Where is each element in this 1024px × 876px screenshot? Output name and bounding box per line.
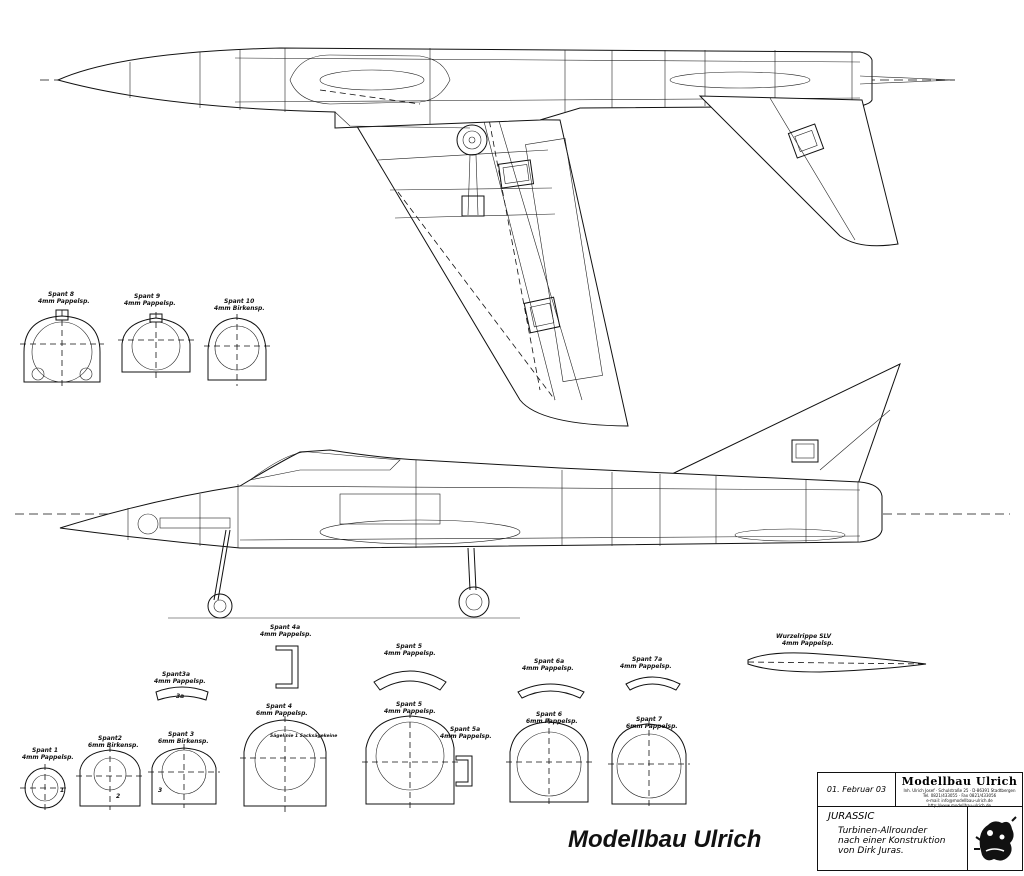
label-spant9-mat: 4mm Pappelsp.	[124, 300, 176, 307]
label-wurzelrippe-mat: 4mm Pappelsp.	[782, 640, 834, 647]
label-spant5-top-mat: 4mm Pappelsp.	[384, 650, 436, 657]
former-spant7	[608, 720, 690, 810]
label-spant7a-mat: 4mm Pappelsp.	[620, 663, 672, 670]
former-spant5top	[373, 670, 447, 691]
title-block-desc-line: von Dirk Juras.	[838, 846, 904, 856]
former-spant3	[148, 744, 220, 808]
label-spant2-name: Spant2	[98, 735, 122, 742]
label-spant4a-mat: 4mm Pappelsp.	[260, 631, 312, 638]
side-view	[15, 363, 1010, 619]
label-spant6a-name: Spant 6a	[534, 658, 564, 665]
label-spant5-mat: 4mm Pappelsp.	[384, 708, 436, 715]
label-spant3a-mat: 4mm Pappelsp.	[154, 678, 206, 685]
title-block-project-cell: JURASSIC Turbinen-Allrounder nach einer …	[818, 807, 968, 871]
label-spant4-note: Sägelinie 1 Sacksägekeine	[270, 733, 337, 739]
former-spant1	[20, 764, 70, 812]
label-spant7a-name: Spant 7a	[632, 656, 662, 663]
title-block-logo-cell	[968, 807, 1023, 871]
label-spant6-name: Spant 6	[536, 711, 562, 718]
label-spant4a-name: Spant 4a	[270, 624, 300, 631]
label-spant10-mat: 4mm Birkensp.	[214, 305, 265, 312]
label-spant5-name: Spant 5	[396, 701, 422, 708]
label-wurzelrippe-name: Wurzelrippe SLV	[776, 633, 833, 640]
top-view	[40, 47, 956, 427]
brand-caption: Modellbau Ulrich	[568, 826, 762, 853]
former-spant9	[118, 312, 194, 378]
former-spant3a	[155, 686, 209, 701]
former-spant6	[506, 718, 592, 808]
title-block-address-line: e-mail: info@modellbau-ulrich.de	[926, 798, 993, 803]
former-spant4a	[275, 645, 299, 689]
label-spant2-part: 2	[116, 793, 120, 800]
label-spant6-mat: 6mm Pappelsp.	[526, 718, 578, 725]
label-spant10-name: Spant 10	[224, 298, 254, 305]
former-spant7a	[625, 676, 681, 691]
former-spant5a	[455, 755, 473, 787]
title-block-date: 01. Februar 03	[818, 773, 896, 807]
title-block-project: JURASSIC	[828, 811, 875, 822]
label-spant3-part: 3	[158, 787, 162, 794]
label-spant7-mat: 6mm Pappelsp.	[626, 723, 678, 730]
label-spant1-name: Spant 1	[32, 747, 58, 754]
title-block-address-line: http://www.modellbau-ulrich.de	[928, 803, 991, 808]
label-spant4-mat: 6mm Pappelsp.	[256, 710, 308, 717]
former-spant4	[240, 716, 330, 812]
label-spant3a-name: Spant3a	[162, 671, 190, 678]
label-spant3a-part: 3a	[176, 693, 184, 700]
title-block-address-line: Inh. Ulrich Josef · Schulstraße 25 · D-8…	[903, 788, 1016, 793]
label-spant3-name: Spant 3	[168, 731, 194, 738]
title-block-desc-line: Turbinen-Allrounder	[838, 826, 928, 836]
label-spant2-mat: 6mm Birkensp.	[88, 742, 139, 749]
label-spant5-top-name: Spant 5	[396, 643, 422, 650]
former-spant2	[76, 746, 144, 810]
title-block-company: Modellbau Ulrich	[901, 775, 1018, 788]
label-spant4-name: Spant 4	[266, 703, 292, 710]
label-spant3-mat: 6mm Birkensp.	[158, 738, 209, 745]
title-block-address-line: Tel. 0821/433055 · Fax 0821/433056	[922, 793, 997, 798]
former-labels: Spant 8 4mm Pappelsp. Spant 9 4mm Pappel…	[22, 291, 834, 800]
former-spant10	[204, 314, 270, 386]
former-spant8	[20, 309, 104, 388]
former-spant5	[362, 712, 458, 810]
label-spant8-name: Spant 8	[48, 291, 74, 298]
former-spant6a	[517, 683, 585, 699]
title-block: 01. Februar 03 Modellbau Ulrich Inh. Ulr…	[817, 772, 1023, 871]
dinosaur-logo-icon	[974, 816, 1017, 861]
wing-root-rib	[747, 652, 927, 673]
label-spant1-mat: 4mm Pappelsp.	[22, 754, 74, 761]
title-block-company-cell: Modellbau Ulrich Inh. Ulrich Josef · Sch…	[896, 773, 1023, 808]
label-spant7-name: Spant 7	[636, 716, 663, 723]
label-spant1-part: 1	[60, 787, 64, 794]
label-spant8-mat: 4mm Pappelsp.	[38, 298, 90, 305]
label-spant9-name: Spant 9	[134, 293, 160, 300]
label-spant5a-name: Spant 5a	[450, 726, 480, 733]
label-spant6a-mat: 4mm Pappelsp.	[522, 665, 574, 672]
title-block-desc-line: nach einer Konstruktion	[838, 836, 946, 846]
label-spant5a-mat: 4mm Pappelsp.	[440, 733, 492, 740]
